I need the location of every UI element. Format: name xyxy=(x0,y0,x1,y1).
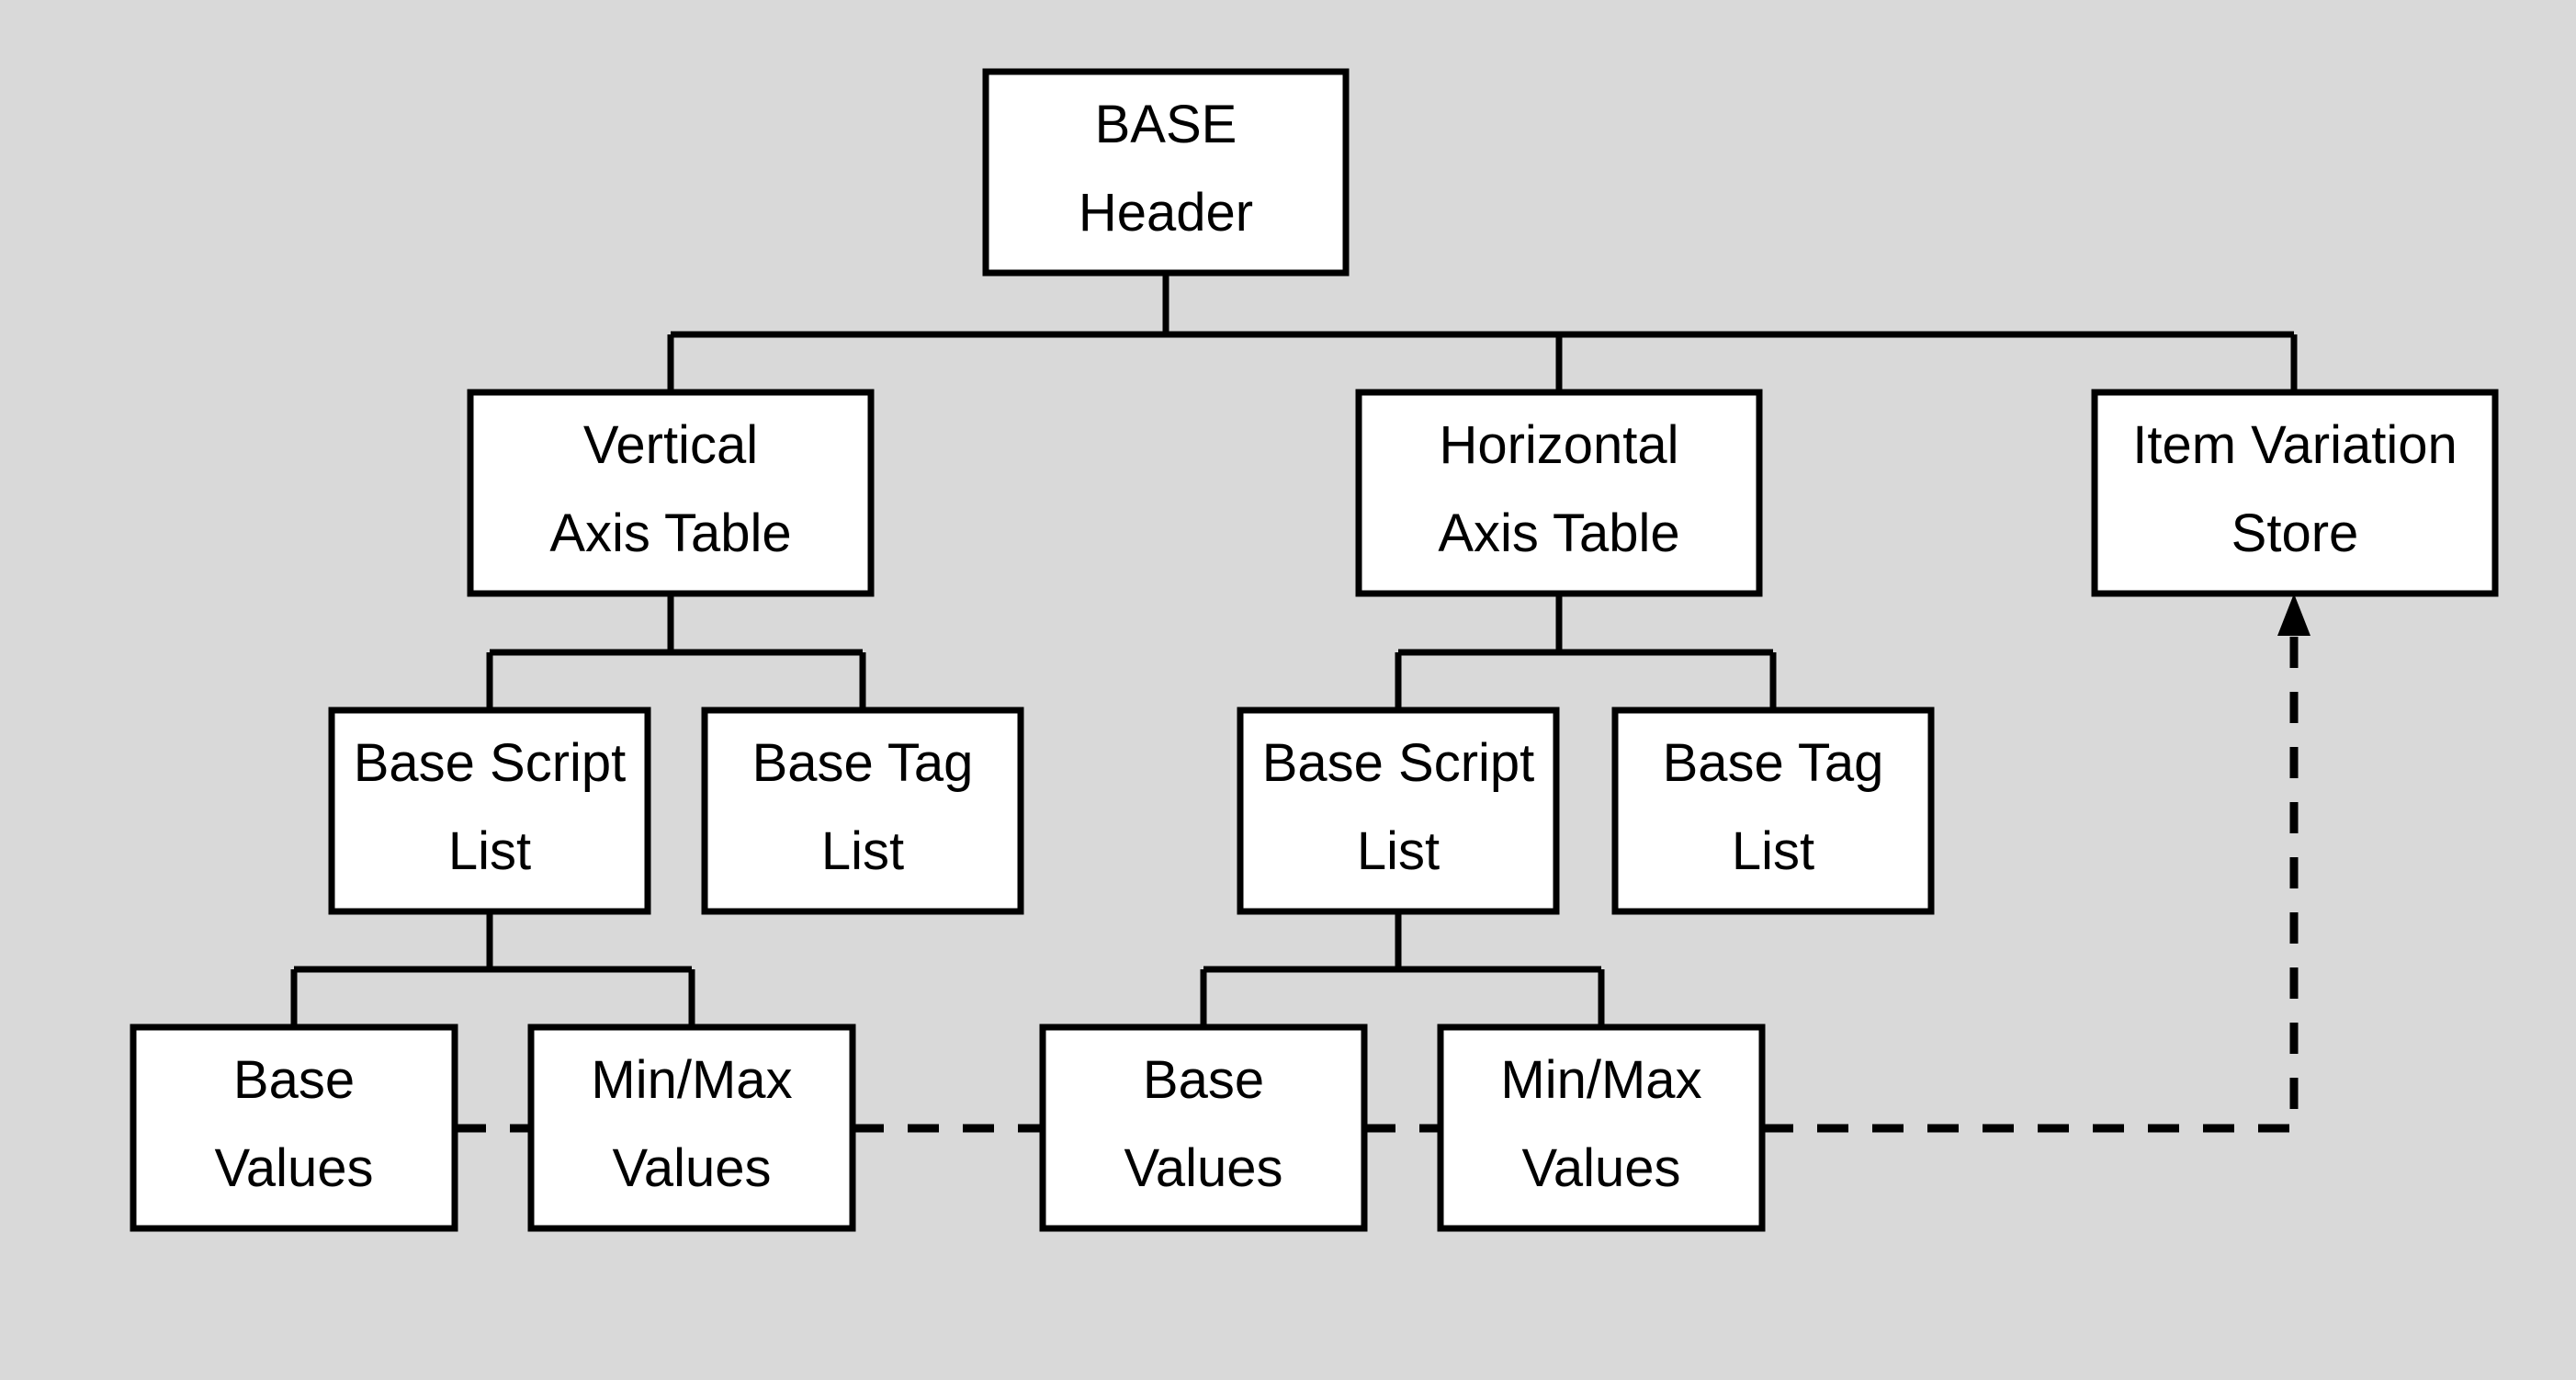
node-label-line1-item-variation-store: Item Variation xyxy=(2132,415,2457,475)
node-label-line1-h-base-script-list: Base Script xyxy=(1262,733,1535,793)
node-label-line2-horizontal-axis-table: Axis Table xyxy=(1438,503,1679,563)
node-label-line1-v-min-max-values: Min/Max xyxy=(591,1050,792,1110)
node-box-v-base-tag-list[interactable] xyxy=(701,707,1024,915)
node-box-v-base-script-list[interactable] xyxy=(328,707,651,915)
node-box-v-min-max-values[interactable] xyxy=(527,1024,856,1232)
node-label-line2-h-base-script-list: List xyxy=(1357,821,1440,881)
node-label-line2-v-base-tag-list: List xyxy=(821,821,904,881)
node-label-line1-h-base-values: Base xyxy=(1143,1050,1264,1110)
node-label-line1-h-base-tag-list: Base Tag xyxy=(1663,733,1884,793)
node-box-v-base-values[interactable] xyxy=(130,1024,458,1232)
node-label-line1-v-base-script-list: Base Script xyxy=(354,733,627,793)
node-label-line1-base-header: BASE xyxy=(1095,95,1237,154)
node-label-line1-vertical-axis-table: Vertical xyxy=(583,415,758,475)
connectors-layer xyxy=(290,273,2298,1027)
arrow-head-arrow-to-item-variation xyxy=(2277,594,2310,636)
node-label-line2-base-header: Header xyxy=(1079,183,1253,243)
node-box-h-base-script-list[interactable] xyxy=(1237,707,1560,915)
node-label-line1-h-min-max-values: Min/Max xyxy=(1500,1050,1701,1110)
node-label-line2-h-min-max-values: Values xyxy=(1521,1138,1680,1198)
node-label-line2-v-min-max-values: Values xyxy=(612,1138,771,1198)
node-label-line1-v-base-tag-list: Base Tag xyxy=(752,733,974,793)
node-label-line1-horizontal-axis-table: Horizontal xyxy=(1439,415,1678,475)
node-label-line2-v-base-script-list: List xyxy=(448,821,531,881)
node-box-h-base-tag-list[interactable] xyxy=(1611,707,1935,915)
dashed-connectors-layer xyxy=(455,634,2299,1133)
node-label-line2-v-base-values: Values xyxy=(214,1138,373,1198)
node-label-line2-item-variation-store: Store xyxy=(2231,503,2359,563)
node-label-line1-v-base-values: Base xyxy=(233,1050,355,1110)
node-label-line2-h-base-tag-list: List xyxy=(1732,821,1814,881)
node-box-vertical-axis-table[interactable] xyxy=(467,389,875,597)
node-base-header[interactable]: BASE Header xyxy=(982,68,1350,277)
node-box-h-base-values[interactable] xyxy=(1039,1024,1368,1232)
node-box-base-header[interactable] xyxy=(982,68,1350,277)
arrow-heads-layer xyxy=(2277,594,2310,636)
node-box-h-min-max-values[interactable] xyxy=(1437,1024,1766,1232)
node-label-line2-vertical-axis-table: Axis Table xyxy=(549,503,791,563)
node-label-line2-h-base-values: Values xyxy=(1124,1138,1282,1198)
node-box-horizontal-axis-table[interactable] xyxy=(1355,389,1763,597)
node-box-item-variation-store[interactable] xyxy=(2091,389,2499,597)
dashed-connector-h-minmax-to-item-variation xyxy=(1762,634,2299,1133)
